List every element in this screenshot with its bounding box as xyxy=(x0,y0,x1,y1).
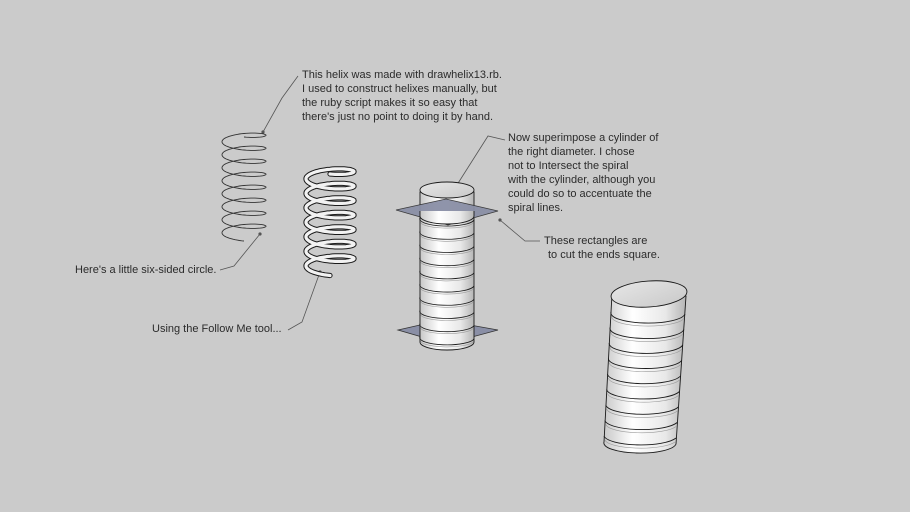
cylinder-thread-shadow xyxy=(420,273,474,282)
leader-cylinder xyxy=(454,135,506,189)
cylinder-annotation-line: the right diameter. I chose xyxy=(508,146,635,158)
cylinder-top-face xyxy=(419,181,475,199)
final-cylinder-top-face xyxy=(610,280,688,308)
cylinder-thread-shadow xyxy=(420,326,474,334)
cylinder-annotation-line: spiral lines. xyxy=(508,202,564,214)
cylinder-thread-shadow xyxy=(420,234,474,242)
cylinder-thread-shadow xyxy=(420,286,474,295)
cylinder-thread-shadow xyxy=(420,313,474,321)
final-cylinder-thread-line xyxy=(603,435,677,446)
rectangles-annotation: These rectangles are to cut the ends squ… xyxy=(544,234,660,262)
final-cylinder-thread-shadow xyxy=(608,377,680,388)
thin-helix[interactable] xyxy=(221,132,267,242)
cylinder-thread-shadow xyxy=(420,260,474,268)
rectangles-annotation-line: These rectangles are xyxy=(544,235,648,247)
final-cylinder-thread-line xyxy=(606,389,680,400)
cylinder-annotation-line: with the cylinder, although you xyxy=(508,174,656,186)
rectangles-annotation-line: to cut the ends square. xyxy=(548,249,660,261)
final-cylinder-thread-line xyxy=(609,327,685,339)
final-threaded-cylinder[interactable] xyxy=(603,278,688,454)
final-cylinder-thread-line xyxy=(604,420,678,431)
followme-annotation: Using the Follow Me tool... xyxy=(152,322,282,336)
leader-helix xyxy=(262,75,299,133)
cylinder-body xyxy=(419,191,475,351)
circle-annotation: Here's a little six-sided circle. xyxy=(75,263,216,277)
final-cylinder-thread-shadow xyxy=(607,393,679,403)
helix-annotation-line: the ruby script makes it so easy that xyxy=(302,97,478,109)
cylinder-with-cut-rectangles[interactable] xyxy=(395,181,499,351)
leader-followme xyxy=(287,271,321,331)
final-cylinder-thread-shadow xyxy=(604,439,676,449)
leader-circle xyxy=(219,233,261,271)
final-cylinder-thread-shadow xyxy=(609,362,681,372)
final-cylinder-thread-shadow xyxy=(606,408,678,418)
helix-annotation: This helix was made with drawhelix13.rb.… xyxy=(302,68,502,124)
final-cylinder-thread-shadow xyxy=(605,424,677,434)
tube-helix-surface xyxy=(304,167,356,278)
final-cylinder-thread-line xyxy=(608,342,684,354)
final-cylinder-thread-shadow xyxy=(611,315,685,327)
helix-annotation-line: I used to construct helixes manually, bu… xyxy=(302,83,497,95)
cylinder-thread-shadow xyxy=(420,247,474,255)
cylinder-thread-shadow xyxy=(420,220,474,229)
final-cylinder-thread-line xyxy=(605,404,679,415)
cylinder-annotation-line: Now superimpose a cylinder of xyxy=(508,132,659,144)
tube-helix[interactable] xyxy=(303,166,357,279)
helix-annotation-line: there's just no point to doing it by han… xyxy=(302,111,494,123)
cylinder-thread-shadow xyxy=(420,300,474,308)
final-cylinder-thread-line xyxy=(607,373,681,385)
cylinder-annotation-line: could do so to accentuate the xyxy=(508,188,652,200)
leader-lines xyxy=(219,75,540,331)
cylinder-thread-shadow xyxy=(420,339,474,348)
cylinder-through-top-rect xyxy=(419,211,475,225)
helix-annotation-line: This helix was made with drawhelix13.rb. xyxy=(302,69,502,81)
circle-annotation-text: Here's a little six-sided circle. xyxy=(75,264,217,276)
final-cylinder-thread-shadow xyxy=(610,331,684,342)
final-cylinder-thread-shadow xyxy=(609,346,683,357)
leader-rectangles xyxy=(499,219,540,242)
final-cylinder-thread-line xyxy=(610,311,686,324)
cylinder-annotation-line: not to Intersect the spiral xyxy=(508,160,629,172)
followme-annotation-text: Using the Follow Me tool... xyxy=(152,323,282,335)
cylinder-annotation: Now superimpose a cylinder of the right … xyxy=(508,131,658,215)
thin-helix-path xyxy=(221,132,267,242)
final-cylinder-thread-line xyxy=(607,358,682,369)
